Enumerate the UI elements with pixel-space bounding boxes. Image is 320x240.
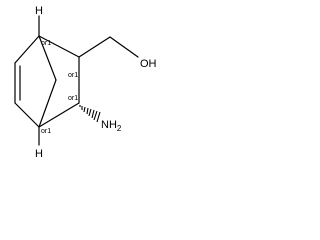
molecule-canvas: H H OH NH2 or1 or1 or1 or1 — [0, 0, 160, 178]
atom-h-bottom: H — [35, 148, 43, 160]
stereo-label-c4: or1 — [41, 128, 51, 135]
atom-nh2-subscript: 2 — [117, 124, 122, 133]
stereo-label-c1: or1 — [41, 40, 51, 47]
stereo-label-c3: or1 — [68, 95, 78, 102]
bond-c1-c7 — [38, 35, 57, 81]
bond-c1-c2 — [38, 35, 80, 58]
atom-nh2: NH2 — [101, 119, 122, 133]
atom-nh2-main: NH — [101, 119, 117, 131]
atom-h-top: H — [35, 5, 43, 17]
structure-diagram: H H OH NH2 or1 or1 or1 or1 — [14, 5, 157, 160]
bond-c3-c4 — [38, 102, 80, 128]
bond-ch2-o — [109, 36, 139, 58]
hashed-wedge-bond — [79, 105, 101, 123]
bond-c2-ch2 — [78, 36, 111, 58]
atom-oh: OH — [140, 58, 157, 70]
bond-c1-c6 — [14, 35, 40, 64]
bond-c7-c4 — [38, 79, 57, 128]
bond-c5-c4 — [14, 102, 40, 128]
stereo-label-c2: or1 — [68, 72, 78, 79]
